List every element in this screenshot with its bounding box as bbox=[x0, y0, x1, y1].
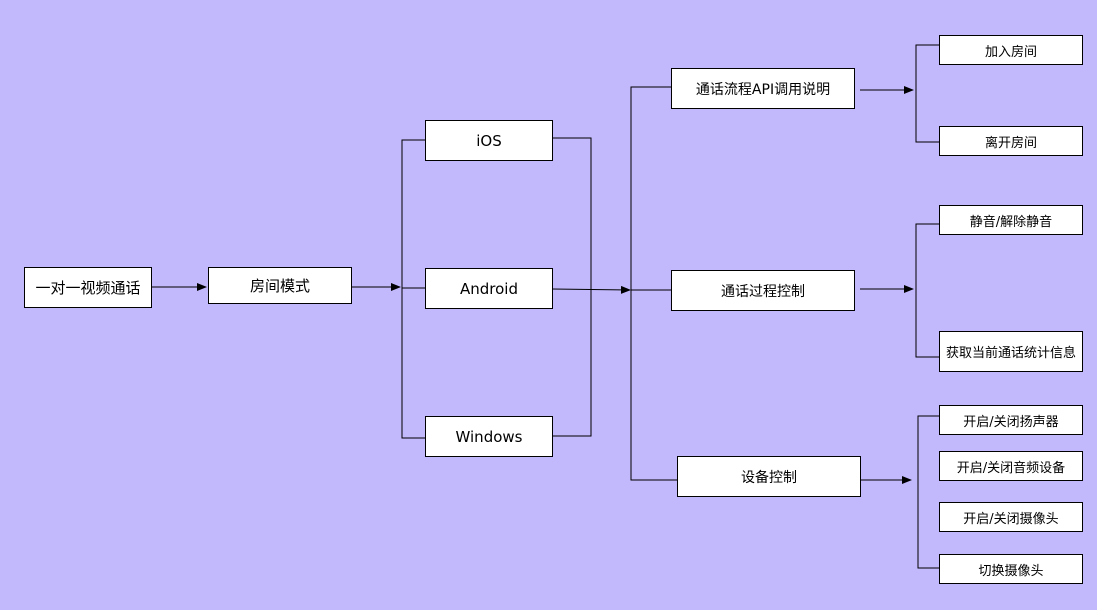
node-group-device-control: 设备控制 bbox=[677, 456, 861, 497]
node-group-call-control: 通话过程控制 bbox=[671, 270, 855, 311]
node-item-toggle-audio-device: 开启/关闭音频设备 bbox=[939, 451, 1083, 481]
bracket-platforms-left bbox=[401, 139, 425, 439]
node-item-join-room: 加入房间 bbox=[939, 35, 1083, 65]
edge-android-to-groups bbox=[551, 285, 631, 294]
node-platform-windows: Windows bbox=[425, 416, 553, 457]
node-item-mute-unmute: 静音/解除静音 bbox=[939, 205, 1083, 235]
bracket-device-control-items bbox=[917, 415, 939, 569]
bracket-platforms-right bbox=[552, 137, 592, 437]
bracket-api-items bbox=[915, 44, 939, 143]
node-room-mode: 房间模式 bbox=[208, 267, 352, 304]
node-root: 一对一视频通话 bbox=[24, 267, 152, 308]
bracket-call-control-items bbox=[915, 223, 939, 358]
node-group-call-api: 通话流程API调用说明 bbox=[671, 68, 855, 109]
node-item-call-stats: 获取当前通话统计信息 bbox=[939, 331, 1083, 372]
bracket-groups-left bbox=[630, 86, 677, 481]
node-item-switch-camera: 切换摄像头 bbox=[939, 554, 1083, 584]
node-platform-android: Android bbox=[425, 268, 553, 309]
node-item-leave-room: 离开房间 bbox=[939, 126, 1083, 156]
node-item-toggle-camera: 开启/关闭摄像头 bbox=[939, 502, 1083, 532]
node-platform-ios: iOS bbox=[425, 120, 553, 161]
node-item-toggle-speaker: 开启/关闭扬声器 bbox=[939, 405, 1083, 435]
